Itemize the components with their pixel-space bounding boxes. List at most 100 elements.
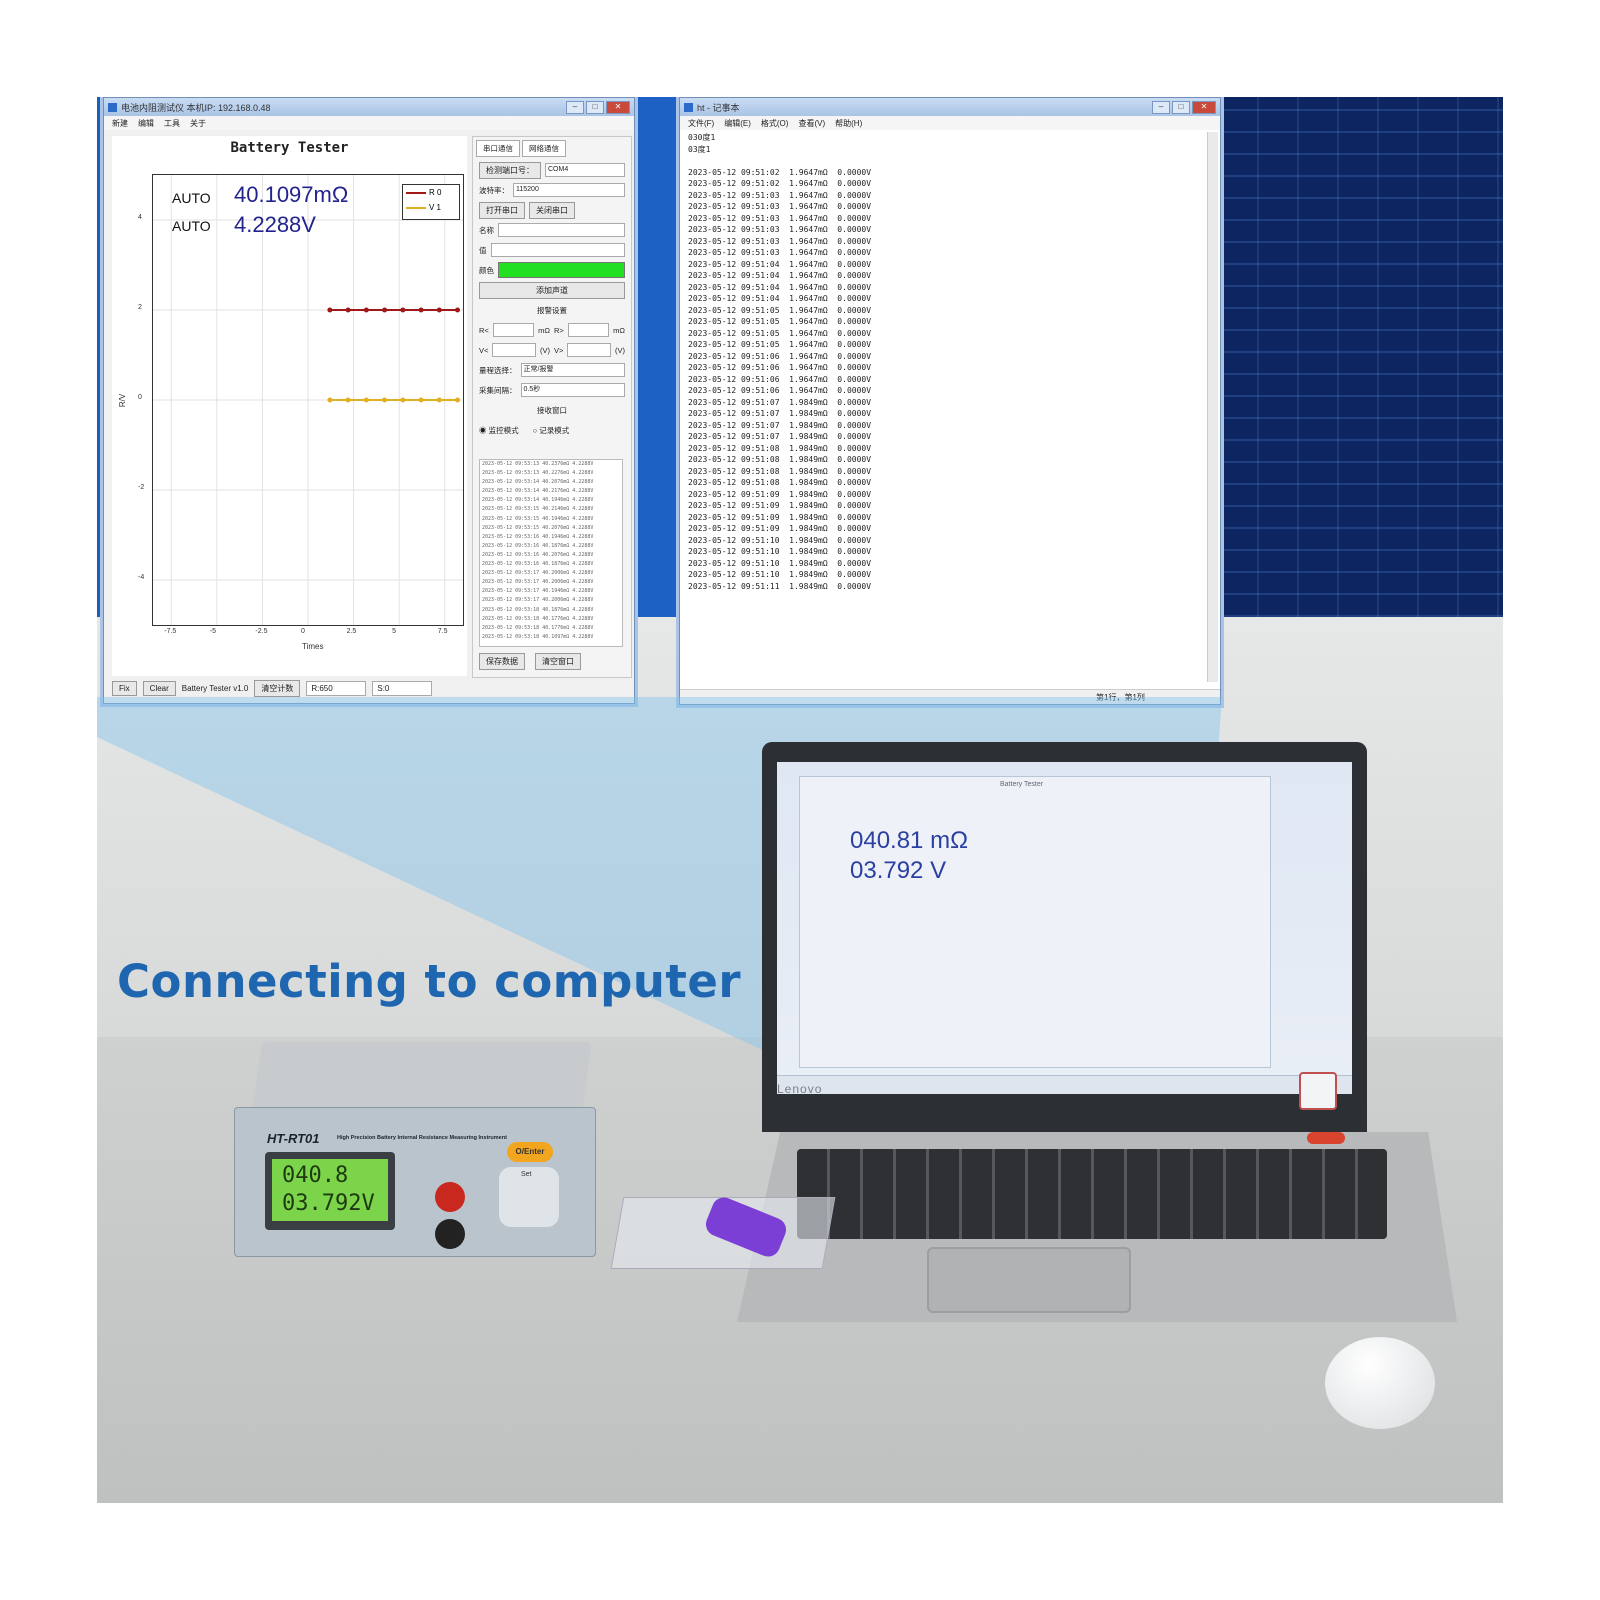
v-mode-label: AUTO [172, 218, 211, 234]
plot-title: Battery Tester [230, 140, 349, 156]
radio-record[interactable]: ○ 记录模式 [532, 425, 570, 435]
notepad-row: 2023-05-12 09:51:04 1.9647mΩ 0.0000V [688, 259, 872, 269]
line-chart [153, 175, 463, 625]
detect-port-button[interactable]: 检测端口号： [479, 161, 541, 179]
notepad-row: 2023-05-12 09:51:03 1.9647mΩ 0.0000V [688, 248, 872, 257]
notepad-row: 2023-05-12 09:51:05 1.9647mΩ 0.0000V [688, 317, 872, 326]
laptop-touchpad[interactable] [927, 1247, 1131, 1313]
radio-record-label: 记录模式 [539, 425, 570, 435]
v-high-input[interactable] [567, 343, 611, 357]
color-label: 颜色 [479, 265, 494, 275]
add-channel-button[interactable]: 添加声道 [479, 281, 625, 299]
computer-mouse[interactable] [1325, 1337, 1435, 1429]
laptop-voltage-readout: 03.792 V [850, 857, 947, 884]
data-point [363, 307, 369, 313]
log-line: 2023-05-12 09:53:16 40.1876mΩ 4.2288V [482, 561, 594, 568]
notepad-minimize-button[interactable]: – [1152, 100, 1170, 114]
notepad-row: 2023-05-12 09:51:07 1.9849mΩ 0.0000V [688, 409, 872, 418]
radio-monitor[interactable]: ◉ 监控模式 [479, 425, 519, 435]
color-swatch[interactable] [498, 262, 625, 278]
name-input[interactable] [498, 223, 625, 237]
lcd-voltage: 03.792V [282, 1191, 375, 1216]
data-point [436, 397, 442, 403]
save-data-button[interactable]: 保存数据 [479, 653, 525, 670]
mode-select[interactable]: 正常/报警 [520, 363, 625, 377]
tab-serial[interactable]: 串口通信 [476, 140, 520, 157]
notepad-row: 2023-05-12 09:51:06 1.9647mΩ 0.0000V [688, 374, 872, 384]
x-tick-label: -2.5 [255, 628, 268, 635]
notepad-title: ht - 记事本 [697, 102, 740, 113]
r-high-input[interactable] [567, 323, 610, 337]
log-line: 2023-05-12 09:53:16 40.2076mΩ 4.2288V [482, 551, 594, 558]
notepad-menu-view[interactable]: 查看(V) [798, 118, 826, 128]
r-low-input[interactable] [492, 323, 535, 337]
power-button[interactable] [1307, 1132, 1345, 1144]
log-line: 2023-05-12 09:53:18 40.1776mΩ 4.2288V [482, 615, 594, 622]
baud-select[interactable]: 115200 [513, 183, 625, 197]
notepad-menu-format[interactable]: 格式(O) [760, 118, 789, 128]
notepad-row: 2023-05-12 09:51:06 1.9647mΩ 0.0000V [688, 386, 872, 395]
close-button[interactable]: ✕ [606, 100, 630, 114]
menu-new[interactable]: 新建 [112, 118, 128, 128]
log-line: 2023-05-12 09:53:17 40.2006mΩ 4.2288V [482, 597, 594, 604]
port-select[interactable]: COM4 [545, 163, 625, 177]
interval-select[interactable]: 0.5秒 [520, 383, 625, 397]
r-mode-label: AUTO [172, 190, 211, 206]
s-count-field[interactable]: S:0 [372, 680, 433, 696]
headline: Connecting to computer [117, 955, 742, 1008]
clear-button[interactable]: Clear [142, 680, 176, 696]
notepad-maximize-button[interactable]: □ [1172, 100, 1190, 114]
laptop-taskbar[interactable] [777, 1075, 1352, 1094]
clear-window-button[interactable]: 清空窗口 [535, 653, 581, 670]
notepad-menu-edit[interactable]: 编辑(E) [724, 118, 751, 128]
control-panel: 串口通信 网络通信 检测端口号： COM4 波特率： 115200 打开串口 关… [472, 136, 632, 678]
log-line: 2023-05-12 09:53:18 40.1097mΩ 4.2288V [482, 633, 594, 640]
y-tick-label: 2 [138, 304, 142, 311]
laptop-keyboard[interactable] [797, 1149, 1387, 1239]
notepad-row: 2023-05-12 09:51:08 1.9849mΩ 0.0000V [688, 478, 872, 487]
enter-button[interactable]: O/Enter [507, 1142, 553, 1162]
app-title: 电池内阻测试仪 本机IP: 192.168.0.48 [121, 102, 271, 113]
r-count-field[interactable]: R:650 [306, 680, 367, 696]
v-low-input[interactable] [492, 343, 536, 357]
minimize-button[interactable]: – [566, 100, 584, 114]
notepad-row: 2023-05-12 09:51:03 1.9647mΩ 0.0000V [688, 225, 872, 234]
data-point [455, 307, 461, 313]
v-high-unit: (V) [615, 345, 625, 355]
data-point [455, 397, 461, 403]
maximize-button[interactable]: □ [586, 100, 604, 114]
navigation-pad[interactable]: Set [499, 1167, 559, 1227]
fix-button[interactable]: Fix [112, 680, 137, 696]
notepad-scrollbar[interactable] [1207, 132, 1218, 682]
y-tick-label: -2 [138, 484, 145, 491]
tab-network[interactable]: 网络通信 [522, 140, 566, 157]
clear-count-button[interactable]: 清空计数 [254, 679, 301, 697]
y-tick-label: 4 [138, 214, 142, 221]
app-menubar: 新建 编辑 工具 关于 [104, 116, 634, 130]
close-port-button[interactable]: 关闭串口 [529, 201, 575, 219]
x-axis-label: Times [302, 642, 324, 651]
log-line: 2023-05-12 09:53:18 40.1776mΩ 4.2288V [482, 624, 594, 631]
value-input[interactable] [490, 243, 625, 257]
open-port-button[interactable]: 打开串口 [479, 201, 525, 219]
log-line: 2023-05-12 09:53:17 40.2006mΩ 4.2288V [482, 570, 594, 577]
log-line: 2023-05-12 09:53:14 40.2076mΩ 4.2288V [482, 479, 594, 486]
log-line: 2023-05-12 09:53:13 40.2276mΩ 4.2288V [482, 470, 594, 477]
data-point [345, 307, 351, 313]
notepad-close-button[interactable]: ✕ [1192, 100, 1216, 114]
data-point [327, 307, 333, 313]
notepad-menu-help[interactable]: 帮助(H) [835, 118, 863, 128]
positive-terminal [435, 1182, 465, 1212]
menu-tools[interactable]: 工具 [164, 118, 180, 128]
log-line: 2023-05-12 09:53:14 40.1946mΩ 4.2288V [482, 497, 594, 504]
notepad-row: 2023-05-12 09:51:10 1.9849mΩ 0.0000V [688, 570, 872, 579]
notepad-statusbar: 第1行，第1列 [680, 689, 1220, 704]
notepad-menu-file[interactable]: 文件(F) [688, 118, 715, 128]
r-high-label: R> [554, 325, 564, 335]
menu-edit[interactable]: 编辑 [138, 118, 154, 128]
notepad-row: 2023-05-12 09:51:07 1.9849mΩ 0.0000V [688, 432, 872, 441]
menu-about[interactable]: 关于 [190, 118, 206, 128]
notepad-row: 2023-05-12 09:51:07 1.9849mΩ 0.0000V [688, 420, 872, 430]
